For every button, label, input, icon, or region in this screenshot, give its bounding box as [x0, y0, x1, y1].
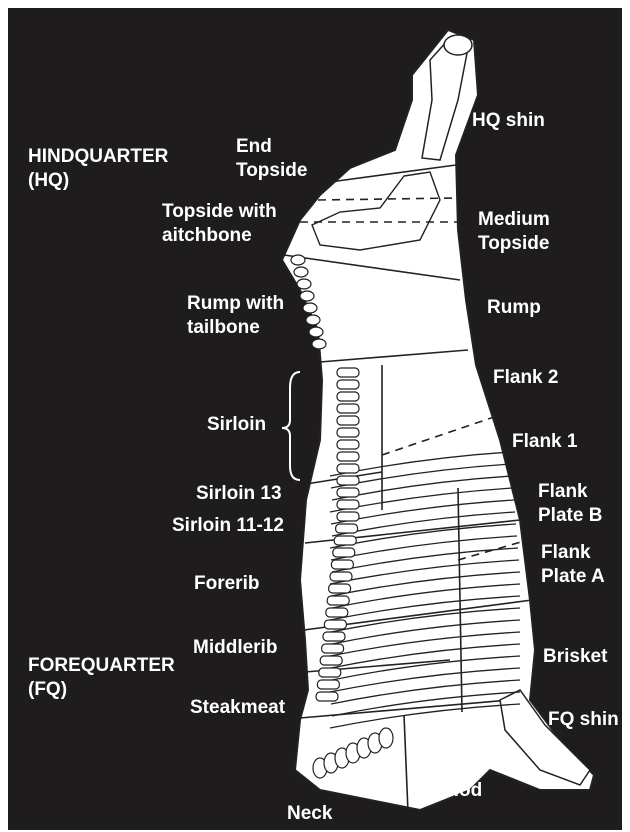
cut-label-hq-shin: HQ shin — [472, 109, 545, 133]
cut-label-fq-shin-line-1: FQ shin — [548, 708, 619, 732]
hindquarter-label-line-2: (HQ) — [28, 169, 168, 193]
cut-label-rump: Rump — [487, 296, 541, 320]
vertebra — [334, 536, 356, 545]
cut-label-medium-topside-line-2: Topside — [478, 232, 550, 256]
cut-label-sirloin: Sirloin — [207, 413, 266, 437]
vertebra — [337, 488, 359, 497]
cut-label-flank-plate-a-line-2: Plate A — [541, 565, 605, 589]
cut-label-flank-plate-b-line-1: Flank — [538, 480, 602, 504]
vertebra — [327, 596, 349, 605]
tail-vertebra — [297, 279, 311, 289]
hindquarter-label-line-1: HINDQUARTER — [28, 145, 168, 169]
cut-label-sirloin13: Sirloin 13 — [196, 482, 282, 506]
cut-label-steakmeat: Steakmeat — [190, 696, 285, 720]
vertebra — [316, 692, 338, 701]
cut-label-fq-shin: FQ shin — [548, 708, 619, 732]
cut-label-rump-tailbone-line-1: Rump with — [187, 292, 284, 316]
forequarter-label-line-1: FOREQUARTER — [28, 654, 175, 678]
tail-vertebra — [306, 315, 320, 325]
cut-label-forerib: Forerib — [194, 572, 259, 596]
cut-label-sirloin13-line-1: Sirloin 13 — [196, 482, 282, 506]
vertebra — [337, 476, 359, 485]
vertebra — [337, 452, 359, 461]
vertebra — [320, 656, 342, 665]
cut-label-flank-plate-b-line-2: Plate B — [538, 504, 602, 528]
cut-label-topside-aitchbone-line-2: aitchbone — [162, 224, 277, 248]
cut-label-sirloin1112-line-1: Sirloin 11-12 — [172, 514, 284, 538]
vertebra — [319, 668, 341, 677]
cut-label-neck-line-1: Neck — [287, 802, 332, 826]
tail-vertebra — [294, 267, 308, 277]
vertebra — [337, 440, 359, 449]
forequarter-label-line-2: (FQ) — [28, 678, 175, 702]
vertebra — [337, 512, 359, 521]
tail-vertebra — [312, 339, 326, 349]
cut-label-flank-plate-b: Flank Plate B — [538, 480, 602, 528]
neck-vertebra — [379, 728, 393, 748]
vertebra — [324, 620, 346, 629]
vertebra — [337, 380, 359, 389]
cut-label-sirloin1112: Sirloin 11-12 — [172, 514, 284, 538]
cut-label-brisket: Brisket — [543, 645, 607, 669]
cut-label-flank2: Flank 2 — [493, 366, 558, 390]
vertebra — [337, 428, 359, 437]
cut-label-topside-aitchbone-line-1: Topside with — [162, 200, 277, 224]
cut-label-end-topside: End Topside — [236, 135, 307, 183]
cut-label-middlerib: Middlerib — [193, 636, 277, 660]
cut-label-rump-tailbone-line-2: tailbone — [187, 316, 284, 340]
cut-label-medium-topside: Medium Topside — [478, 208, 550, 256]
forequarter-label: FOREQUARTER (FQ) — [28, 654, 175, 702]
vertebra — [336, 524, 358, 533]
cut-label-rump-line-1: Rump — [487, 296, 541, 320]
vertebra — [337, 404, 359, 413]
tail-vertebra — [291, 255, 305, 265]
vertebra — [337, 392, 359, 401]
vertebra — [329, 584, 351, 593]
tail-vertebra — [300, 291, 314, 301]
vertebra — [337, 416, 359, 425]
cut-label-rump-tailbone: Rump with tailbone — [187, 292, 284, 340]
cut-label-middlerib-line-1: Middlerib — [193, 636, 277, 660]
cut-label-flank-plate-a: Flank Plate A — [541, 541, 605, 589]
cut-label-clod-line-1: Clod — [440, 779, 482, 803]
cut-label-medium-topside-line-1: Medium — [478, 208, 550, 232]
vertebra — [323, 632, 345, 641]
cut-label-neck: Neck — [287, 802, 332, 826]
vertebra — [333, 548, 355, 557]
vertebra — [330, 572, 352, 581]
vertebra — [337, 500, 359, 509]
hindquarter-label: HINDQUARTER (HQ) — [28, 145, 168, 193]
vertebra — [317, 680, 339, 689]
vertebra — [337, 464, 359, 473]
cut-label-forerib-line-1: Forerib — [194, 572, 259, 596]
cut-label-flank1: Flank 1 — [512, 430, 577, 454]
cut-label-clod: Clod — [440, 779, 482, 803]
tail-vertebra — [309, 327, 323, 337]
vertebra — [326, 608, 348, 617]
cut-label-steakmeat-line-1: Steakmeat — [190, 696, 285, 720]
cut-label-topside-aitchbone: Topside with aitchbone — [162, 200, 277, 248]
cut-label-sirloin-line-1: Sirloin — [207, 413, 266, 437]
cut-label-end-topside-line-2: Topside — [236, 159, 307, 183]
vertebra — [337, 368, 359, 377]
tail-vertebra — [303, 303, 317, 313]
cut-label-hq-shin-line-1: HQ shin — [472, 109, 545, 133]
cut-label-flank2-line-1: Flank 2 — [493, 366, 558, 390]
cut-label-end-topside-line-1: End — [236, 135, 307, 159]
cut-label-flank-plate-a-line-1: Flank — [541, 541, 605, 565]
vertebra — [331, 560, 353, 569]
vertebra — [322, 644, 344, 653]
cut-label-brisket-line-1: Brisket — [543, 645, 607, 669]
cut-label-flank1-line-1: Flank 1 — [512, 430, 577, 454]
